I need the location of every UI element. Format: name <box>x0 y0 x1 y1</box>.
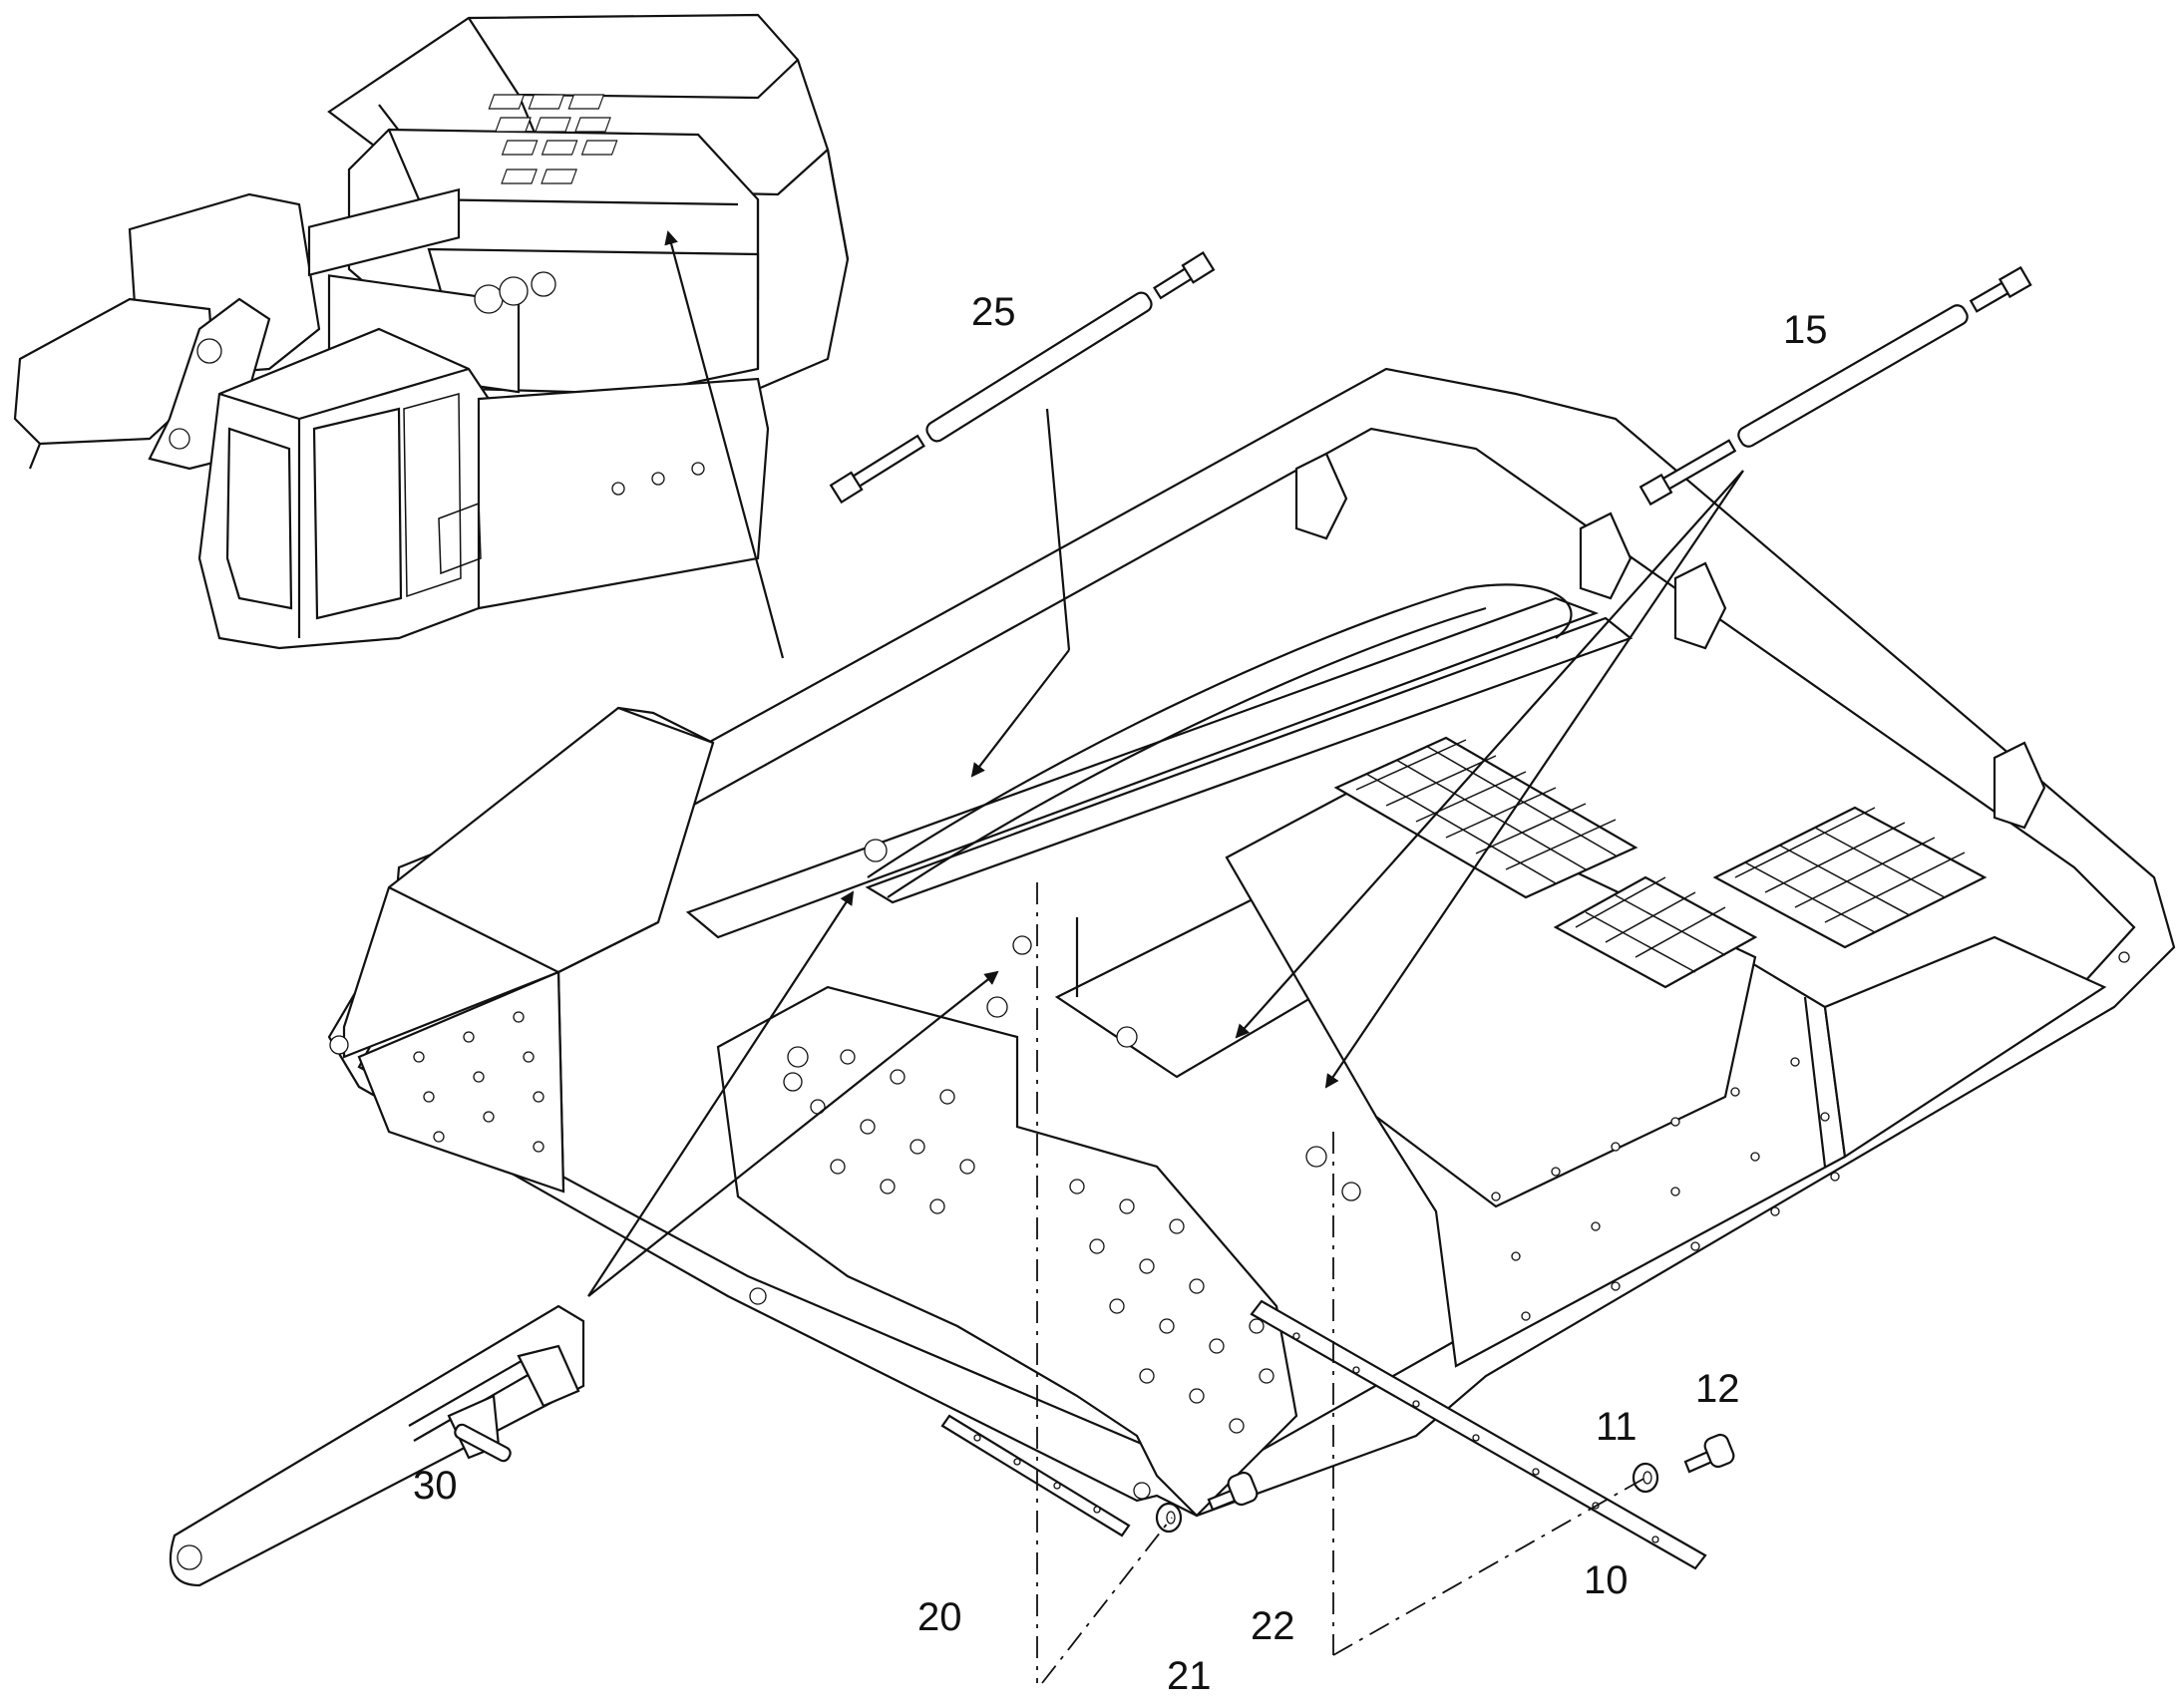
callout-20: 20 <box>917 1595 962 1639</box>
hood-vent-grille <box>488 94 618 184</box>
prop-rod-item-30 <box>169 1304 585 1587</box>
cover-strip-item-20 <box>940 1414 1131 1537</box>
callout-25: 25 <box>971 290 1016 334</box>
callout-11: 11 <box>1596 1405 1637 1449</box>
callout-30: 30 <box>413 1464 458 1508</box>
item-callouts: 25 15 30 12 11 10 20 22 21 <box>413 290 1828 1698</box>
engine-vent-grid-a <box>1333 736 1638 899</box>
hood-hinge-bracket <box>1294 452 2046 830</box>
rivet-row-left-plate <box>413 1011 545 1153</box>
gas-spring-item-15 <box>1638 265 2032 507</box>
callout-15: 15 <box>1783 308 1828 352</box>
right-panel-rivets <box>1491 1057 1840 1321</box>
cover-strip-item-10 <box>1250 1299 1707 1570</box>
main-hood-frame-assembly <box>327 367 2176 1518</box>
engine-vent-grid-c <box>1553 875 1758 989</box>
gas-spring-item-25 <box>829 251 1216 505</box>
bolt-item-12 <box>1683 1433 1735 1474</box>
leader-lines <box>587 230 1744 1297</box>
floor-panel-holes <box>810 1049 1274 1434</box>
excavator-overview-illustration: 966 <box>13 13 850 650</box>
washer-item-21 <box>1155 1502 1183 1534</box>
callout-22: 22 <box>1251 1604 1295 1648</box>
callout-10: 10 <box>1584 1558 1629 1602</box>
washer-item-11 <box>1632 1462 1659 1494</box>
callout-21: 21 <box>1167 1654 1212 1698</box>
bolt-item-22 <box>1207 1471 1259 1512</box>
engine-vent-grid-b <box>1712 806 1988 949</box>
callout-12: 12 <box>1695 1367 1740 1411</box>
assembly-centerlines <box>1036 882 1646 1684</box>
